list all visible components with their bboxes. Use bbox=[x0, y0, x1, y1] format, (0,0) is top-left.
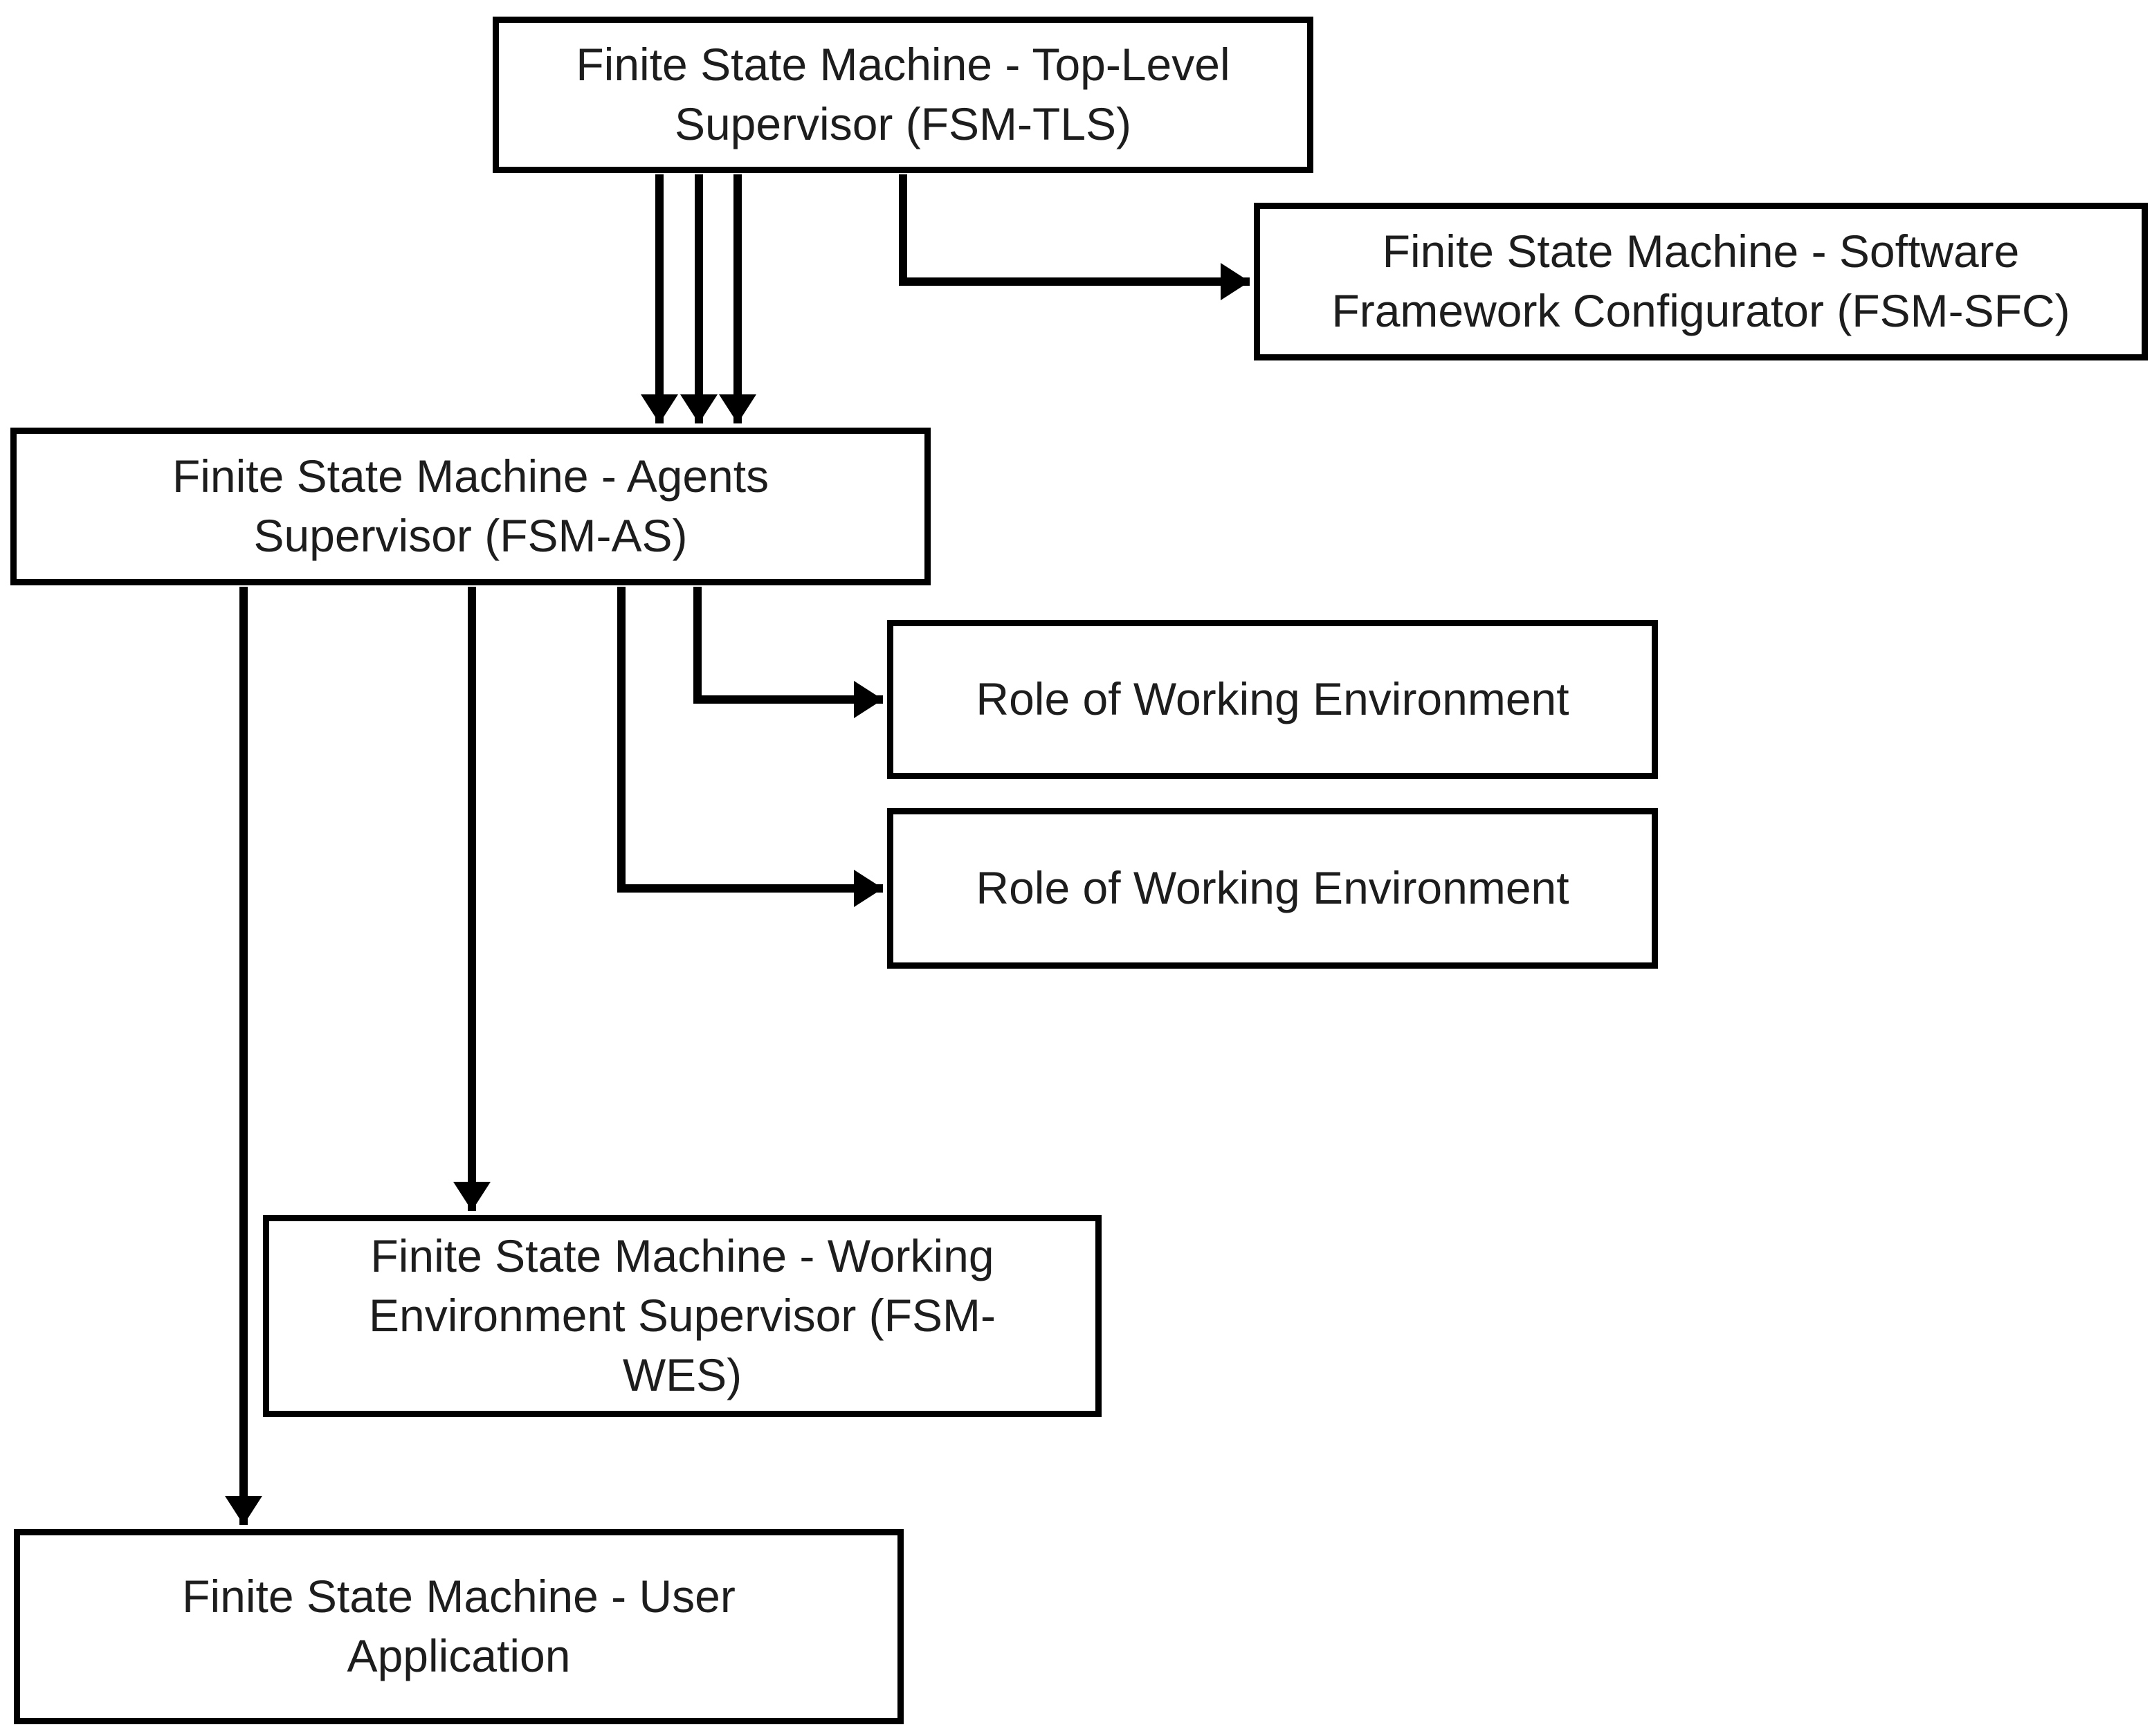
node-role-of-working-environment-1-label: Role of Working Environment bbox=[976, 673, 1569, 725]
node-fsm-working-environment-supervisor-label: Finite State Machine - Working Environme… bbox=[369, 1230, 996, 1400]
node-fsm-agents-supervisor: Finite State Machine - Agents Supervisor… bbox=[10, 428, 931, 585]
node-fsm-software-framework-configurator: Finite State Machine - Software Framewor… bbox=[1254, 203, 2148, 360]
node-fsm-software-framework-configurator-label: Finite State Machine - Software Framewor… bbox=[1331, 226, 2070, 336]
node-fsm-user-application-label: Finite State Machine - User Application bbox=[182, 1571, 736, 1681]
node-role-of-working-environment-2: Role of Working Environment bbox=[887, 808, 1658, 969]
edge-agents-to-role2-arrow bbox=[617, 587, 883, 907]
node-fsm-top-level-supervisor-label: Finite State Machine - Top-Level Supervi… bbox=[576, 39, 1230, 149]
node-fsm-working-environment-supervisor: Finite State Machine - Working Environme… bbox=[263, 1215, 1102, 1417]
edge-agents-to-role1-arrow bbox=[693, 587, 883, 718]
node-fsm-user-application: Finite State Machine - User Application bbox=[14, 1529, 904, 1724]
edge-tls-to-sfc-arrow bbox=[899, 174, 1250, 300]
node-fsm-agents-supervisor-label: Finite State Machine - Agents Supervisor… bbox=[172, 450, 769, 561]
node-role-of-working-environment-1: Role of Working Environment bbox=[887, 620, 1658, 779]
node-role-of-working-environment-2-label: Role of Working Environment bbox=[976, 862, 1569, 914]
node-fsm-top-level-supervisor: Finite State Machine - Top-Level Supervi… bbox=[493, 17, 1313, 173]
